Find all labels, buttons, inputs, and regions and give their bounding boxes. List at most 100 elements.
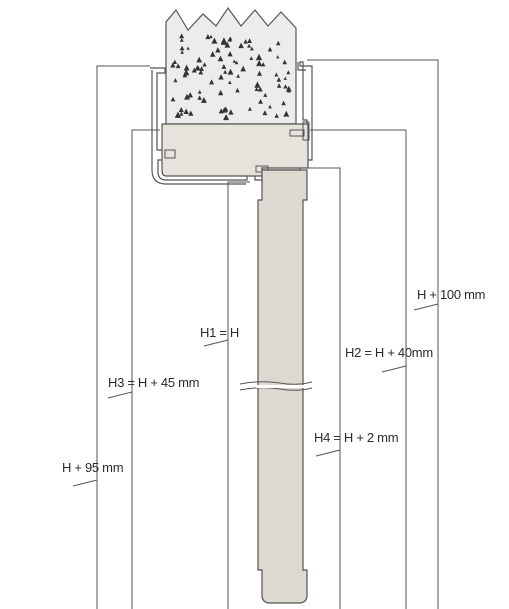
break-gap — [256, 385, 308, 388]
aggregate-speck — [172, 59, 178, 65]
aggregate-speck — [196, 65, 200, 70]
aggregate-speck — [249, 46, 254, 51]
dim-h-plus-100-line — [307, 59, 439, 609]
aggregate-speck — [267, 47, 273, 52]
aggregate-speck — [179, 45, 185, 51]
aggregate-speck — [196, 56, 203, 63]
liner-clip-right — [289, 129, 305, 137]
aggregate-speck — [228, 109, 234, 115]
aggregate-speck — [224, 41, 231, 48]
aggregate-speck — [261, 62, 266, 67]
aggregate-speck — [236, 74, 241, 78]
aggregate-speck — [276, 55, 280, 59]
aggregate-speck — [232, 59, 236, 63]
aggregate-speck — [247, 38, 252, 43]
aggregate-speck — [282, 59, 288, 65]
label-h1: H1 = H — [200, 325, 239, 340]
aggregate-speck — [240, 65, 246, 72]
aggregate-speck — [227, 68, 234, 75]
aggregate-speck — [268, 104, 272, 109]
aggregate-speck — [227, 51, 233, 57]
aggregate-speck — [255, 53, 263, 61]
aggregate-speck — [179, 111, 184, 116]
dim-h-plus-100-leader — [413, 303, 439, 311]
aggregate-speck — [247, 43, 251, 48]
aggregate-speck — [202, 62, 207, 67]
aggregate-speck — [221, 107, 228, 113]
aggregate-speck — [243, 39, 248, 44]
dim-h1-line — [227, 181, 250, 609]
dim-h3-line — [131, 129, 160, 609]
dimension-lines — [72, 59, 439, 609]
aggregate-speck — [183, 64, 190, 71]
aggregate-speck — [235, 87, 240, 93]
aggregate-speck — [287, 88, 291, 93]
aggregate-speck — [218, 89, 224, 96]
frame-inner-profile — [151, 70, 246, 185]
dim-h-plus-95-leader — [72, 479, 98, 487]
aggregate-speck — [200, 96, 207, 103]
aggregate-speck — [173, 78, 178, 83]
aggregate-speck — [179, 33, 185, 39]
aggregate-speck — [257, 86, 263, 92]
aggregate-speck — [276, 83, 282, 88]
aggregate-speck — [228, 80, 232, 85]
aggregate-speck — [283, 76, 287, 80]
aggregate-speck — [215, 47, 221, 53]
aggregate-speck — [209, 51, 216, 57]
aggregate-speck — [218, 74, 224, 80]
aggregate-speck — [179, 37, 184, 42]
liner-clip-left — [164, 149, 176, 159]
label-h3: H3 = H + 45 mm — [108, 375, 199, 390]
aggregate-speck — [275, 40, 281, 46]
dim-h3-leader — [107, 391, 133, 399]
aggregate-speck — [184, 93, 190, 100]
aggregate-speck — [223, 114, 230, 121]
aggregate-speck — [283, 84, 288, 89]
aggregate-speck — [197, 95, 202, 100]
concrete-block — [165, 6, 297, 125]
aggregate-speck — [254, 81, 261, 88]
aggregate-speck — [211, 37, 218, 44]
aggregate-speck — [223, 69, 228, 74]
frame-liner — [161, 121, 310, 177]
aggregate-speck — [197, 89, 202, 94]
aggregate-speck — [191, 67, 197, 73]
label-h4: H4 = H + 2 mm — [314, 430, 398, 445]
frame-right-lip — [297, 62, 306, 71]
aggregate-speck — [182, 72, 188, 78]
aggregate-speck — [218, 108, 224, 114]
aggregate-speck — [217, 55, 224, 62]
aggregate-speck — [175, 63, 181, 69]
aggregate-speck — [274, 113, 279, 118]
dimension-labels: H + 100 mm H2 = H + 40mm H1 = H H3 = H +… — [62, 287, 485, 475]
hinge-detail — [302, 121, 310, 141]
aggregate-speck — [285, 85, 292, 92]
aggregate-speck — [238, 42, 244, 49]
aggregate-speck — [186, 46, 190, 50]
aggregate-speck — [183, 108, 189, 114]
aggregate-speck — [257, 70, 262, 76]
dim-h-plus-95-line — [96, 65, 150, 609]
aggregate-speck — [276, 77, 282, 82]
label-h-plus-95: H + 95 mm — [62, 460, 123, 475]
aggregate-speck — [180, 50, 184, 54]
break-line — [239, 381, 313, 391]
aggregate-speck — [247, 106, 252, 111]
aggregate-speck — [249, 56, 254, 61]
aggregate-speck — [258, 98, 263, 104]
aggregate-speck — [274, 72, 279, 77]
aggregate-speck — [198, 69, 204, 75]
dim-h4-leader — [315, 449, 341, 457]
aggregate-speck — [174, 111, 182, 118]
aggregate-speck — [221, 63, 227, 69]
dim-h1-leader — [203, 339, 229, 347]
aggregate-speck — [209, 34, 213, 39]
aggregate-speck — [220, 37, 228, 44]
door-leaf — [239, 169, 313, 604]
label-h-plus-100: H + 100 mm — [417, 287, 485, 302]
aggregate-speck — [286, 70, 291, 75]
aggregate-speck — [178, 107, 184, 113]
label-h2: H2 = H + 40mm — [345, 345, 433, 360]
